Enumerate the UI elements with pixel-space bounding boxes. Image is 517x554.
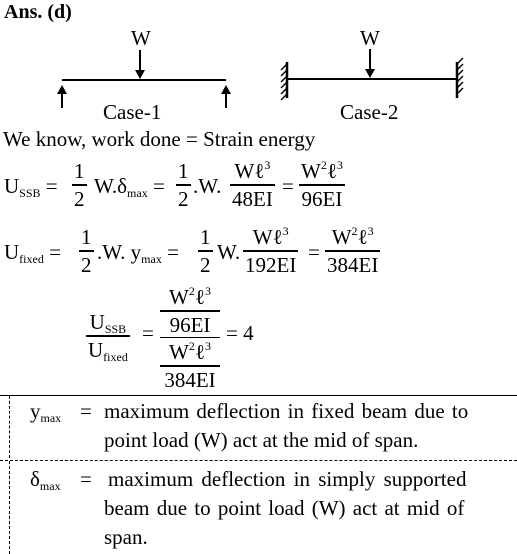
eq2-half2-num: 1 [200, 225, 211, 249]
eq1-f1-den: 48EI [232, 186, 273, 211]
def1-line2: point load (W) act at the mid of span. [104, 428, 419, 452]
case1-right-reaction-head [221, 85, 231, 94]
eq1-half-den: 2 [74, 186, 85, 211]
case2-right-wall-hatch [456, 57, 464, 95]
eq2-term-sub: max [141, 252, 162, 266]
case2-left-wall-hatch [280, 63, 288, 101]
eq3-ratio-num: USSB [89, 310, 127, 336]
eq1-f2-num: W2ℓ3 [301, 158, 343, 183]
eq2-half-num: 1 [81, 225, 92, 249]
eq1-fraction-48: Wℓ3 48EI [230, 158, 275, 211]
eq1-equals: = [40, 174, 58, 198]
case2-load-arrowhead [365, 69, 375, 78]
eq3-top-den: 96EI [169, 312, 211, 337]
eq3-result: = 4 [226, 321, 254, 345]
eq2-term: .W. y [97, 240, 142, 264]
eq3-equals: = [142, 321, 154, 345]
eq3-bot-den: 384EI [164, 367, 216, 392]
beam-figure [57, 49, 464, 108]
eq1-f1-num: Wℓ3 [234, 158, 271, 183]
eq1-fraction-96: W2ℓ3 96EI [299, 158, 345, 211]
eq3-top-num: W2ℓ3 [169, 284, 211, 309]
eq2-lhs-sub: fixed [19, 252, 44, 266]
eq2-half2-den: 2 [200, 252, 211, 277]
table-left-border-1 [9, 396, 10, 458]
def2-line3: span. [104, 525, 148, 549]
eq1-f2-den: 96EI [301, 186, 343, 211]
def2-line1: maximum deflection in simply supported [108, 467, 467, 491]
case2-label: Case-2 [340, 100, 399, 124]
def1-symbol-sub: max [40, 411, 62, 425]
work-strain-statement: We know, work done = Strain energy [3, 127, 316, 151]
eq1-half2-fraction: 1 2 [176, 161, 191, 210]
eq3-bot-num: W2ℓ3 [169, 339, 211, 364]
eq1-half-fraction: 1 2 [72, 161, 87, 210]
eq2-half-fraction: 1 2 [79, 227, 94, 276]
eq2-w-dot: W. [217, 240, 241, 264]
eq2-equals: = [43, 240, 61, 264]
eq2-equals-2: = [161, 240, 179, 264]
case1-load-arrowhead [135, 70, 145, 79]
case1-left-reaction-head [57, 85, 67, 94]
def2-symbol: δ [30, 467, 40, 491]
eq1-half-num: 1 [74, 159, 85, 183]
def1-symbol: y [30, 399, 41, 423]
case1-load-label: W [131, 26, 151, 50]
case2-load-label: W [360, 26, 380, 50]
eq1-half2-num: 1 [178, 159, 189, 183]
def2-symbol-sub: max [39, 479, 61, 493]
eq1-term: W.δ [94, 174, 128, 198]
eq2-f1-num: Wℓ3 [252, 224, 289, 249]
eq2-f2-num: W2ℓ3 [331, 224, 374, 249]
eq3-ratio-fraction: USSB Ufixed [86, 310, 130, 364]
eq2-f1-den: 192EI [245, 252, 297, 277]
def2-line2: beam due to point load (W) act at mid of [104, 496, 465, 520]
eq1-equals-2: = [147, 174, 165, 198]
table-left-border-2 [9, 461, 10, 554]
divider-top [0, 395, 517, 396]
eq2-fraction-192: Wℓ3 192EI [243, 224, 299, 277]
answer-label: Ans. (d) [4, 1, 72, 23]
eq3-compound-fraction: W2ℓ3 96EI W2ℓ3 384EI [160, 284, 220, 392]
eq2-fraction-384: W2ℓ3 384EI [325, 224, 381, 277]
eq1-half2-den: 2 [178, 186, 189, 211]
def1-line1: maximum deflection in fixed beam due to [104, 399, 469, 423]
eq2-equals-3: = [308, 240, 320, 264]
eq1-term-sub: max [127, 186, 148, 200]
def2-equals: = [80, 467, 92, 491]
divider-middle [0, 460, 517, 461]
eq1-lhs-sub: SSB [19, 186, 41, 200]
eq3-ratio-den: Ufixed [88, 337, 128, 364]
eq2-half-den: 2 [81, 252, 92, 277]
eq1-equals-3: = [282, 174, 294, 198]
eq2-half2-fraction: 1 2 [198, 227, 213, 276]
case1-label: Case-1 [103, 100, 162, 124]
eq1-w-dot: .W. [193, 174, 222, 198]
eq2-f2-den: 384EI [327, 252, 379, 277]
eq1-lhs: U [4, 174, 20, 198]
def1-equals: = [80, 399, 92, 423]
eq2-lhs: U [4, 240, 20, 264]
